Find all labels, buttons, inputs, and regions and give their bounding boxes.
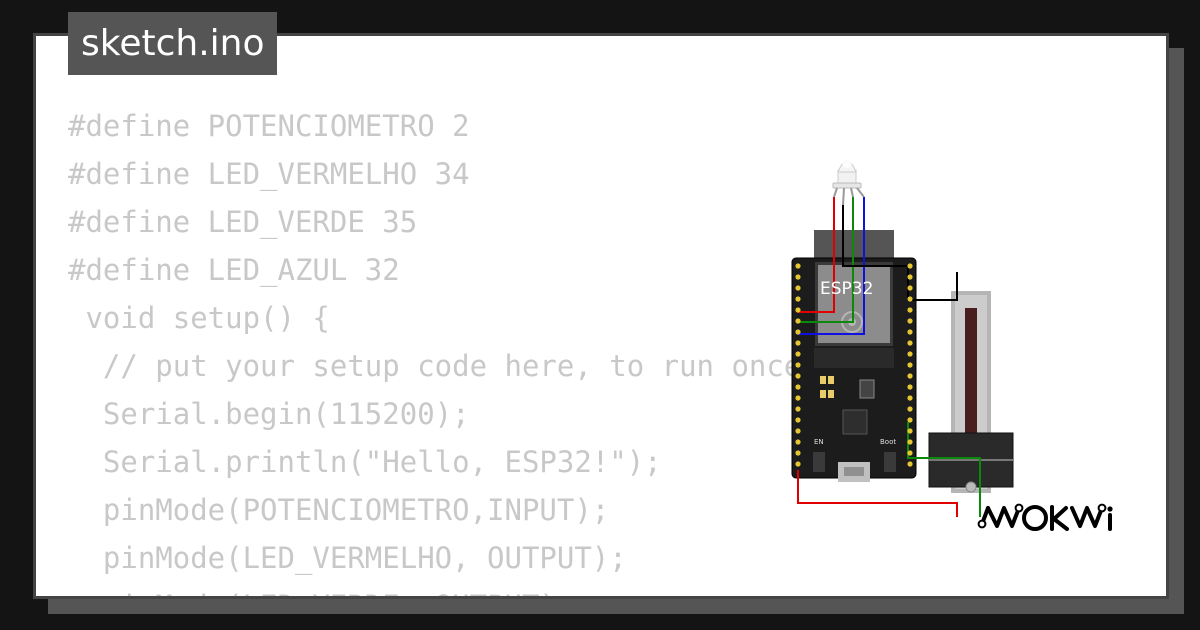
code-line-8: Serial.println("Hello, ESP32!"); xyxy=(68,445,662,479)
filename-tab[interactable]: sketch.ino xyxy=(68,12,278,75)
code-line-10: pinMode(LED_VERMELHO, OUTPUT); xyxy=(68,541,627,575)
en-button-label: EN xyxy=(814,438,824,446)
pin-pins-left-13 xyxy=(795,406,801,412)
pin-pins-left-5 xyxy=(795,318,801,324)
pin-pins-right-5 xyxy=(907,318,913,324)
pin-pins-right-12 xyxy=(907,395,913,401)
code-line-1: #define POTENCIOMETRO 2 xyxy=(68,109,470,143)
pin-pins-left-9 xyxy=(795,362,801,368)
code-line-7: Serial.begin(115200); xyxy=(68,397,470,431)
pin-pins-left-0 xyxy=(795,263,801,269)
pin-pins-right-0 xyxy=(907,263,913,269)
wire-black-gnd[interactable] xyxy=(842,205,958,301)
pin-pins-left-17 xyxy=(795,450,801,456)
pin-pins-left-1 xyxy=(795,274,801,280)
wires xyxy=(797,197,981,517)
pin-pins-right-1 xyxy=(907,274,913,280)
pin-pins-right-18 xyxy=(907,461,913,467)
pin-pins-right-2 xyxy=(907,285,913,291)
board-label: ESP32 xyxy=(820,279,873,299)
pin-pins-left-10 xyxy=(795,373,801,379)
wire-red-led[interactable] xyxy=(798,197,835,313)
pin-pins-right-11 xyxy=(907,384,913,390)
pin-pins-left-14 xyxy=(795,417,801,423)
right-pin-header xyxy=(907,263,913,467)
left-pin-header xyxy=(795,263,801,467)
wire-green-pot[interactable] xyxy=(907,422,981,517)
code-preview: #define POTENCIOMETRO 2 #define LED_VERME… xyxy=(68,102,828,596)
pin-pins-left-2 xyxy=(795,285,801,291)
pin-pins-right-14 xyxy=(907,417,913,423)
code-line-2: #define LED_VERMELHO 34 xyxy=(68,157,470,191)
rgb-led-icon[interactable] xyxy=(832,156,865,206)
slide-potentiometer-icon[interactable] xyxy=(928,291,1014,493)
boot-button-label: Boot xyxy=(880,438,896,446)
pin-pins-right-8 xyxy=(907,351,913,357)
pin-pins-right-13 xyxy=(907,406,913,412)
pin-pins-left-6 xyxy=(795,329,801,335)
code-line-9: pinMode(POTENCIOMETRO,INPUT); xyxy=(68,493,610,527)
pin-pins-right-15 xyxy=(907,428,913,434)
pin-pins-left-8 xyxy=(795,351,801,357)
pin-pins-left-12 xyxy=(795,395,801,401)
wire-green-led[interactable] xyxy=(798,197,854,323)
pin-pins-left-4 xyxy=(795,307,801,313)
code-line-6: // put your setup code here, to run once… xyxy=(68,349,819,383)
pin-pins-right-3 xyxy=(907,296,913,302)
pin-pins-right-6 xyxy=(907,329,913,335)
pin-pins-left-18 xyxy=(795,461,801,467)
pin-pins-right-10 xyxy=(907,373,913,379)
wire-red-power[interactable] xyxy=(797,470,958,517)
pin-pins-left-3 xyxy=(795,296,801,302)
code-line-3: #define LED_VERDE 35 xyxy=(68,205,418,239)
pin-pins-right-16 xyxy=(907,439,913,445)
code-line-11: pinMode(LED_VERDE, OUTPUT); xyxy=(68,582,828,596)
pin-pins-right-4 xyxy=(907,307,913,313)
wire-blue-led[interactable] xyxy=(798,197,865,335)
pin-pins-right-17 xyxy=(907,450,913,456)
pin-pins-right-7 xyxy=(907,340,913,346)
code-line-5: void setup() { xyxy=(68,301,330,335)
wokwi-logo-icon[interactable] xyxy=(944,488,1119,548)
pin-pins-right-9 xyxy=(907,362,913,368)
pin-pins-left-16 xyxy=(795,439,801,445)
pin-pins-left-15 xyxy=(795,428,801,434)
pin-pins-left-11 xyxy=(795,384,801,390)
code-line-4: #define LED_AZUL 32 xyxy=(68,253,400,287)
pin-pins-left-7 xyxy=(795,340,801,346)
